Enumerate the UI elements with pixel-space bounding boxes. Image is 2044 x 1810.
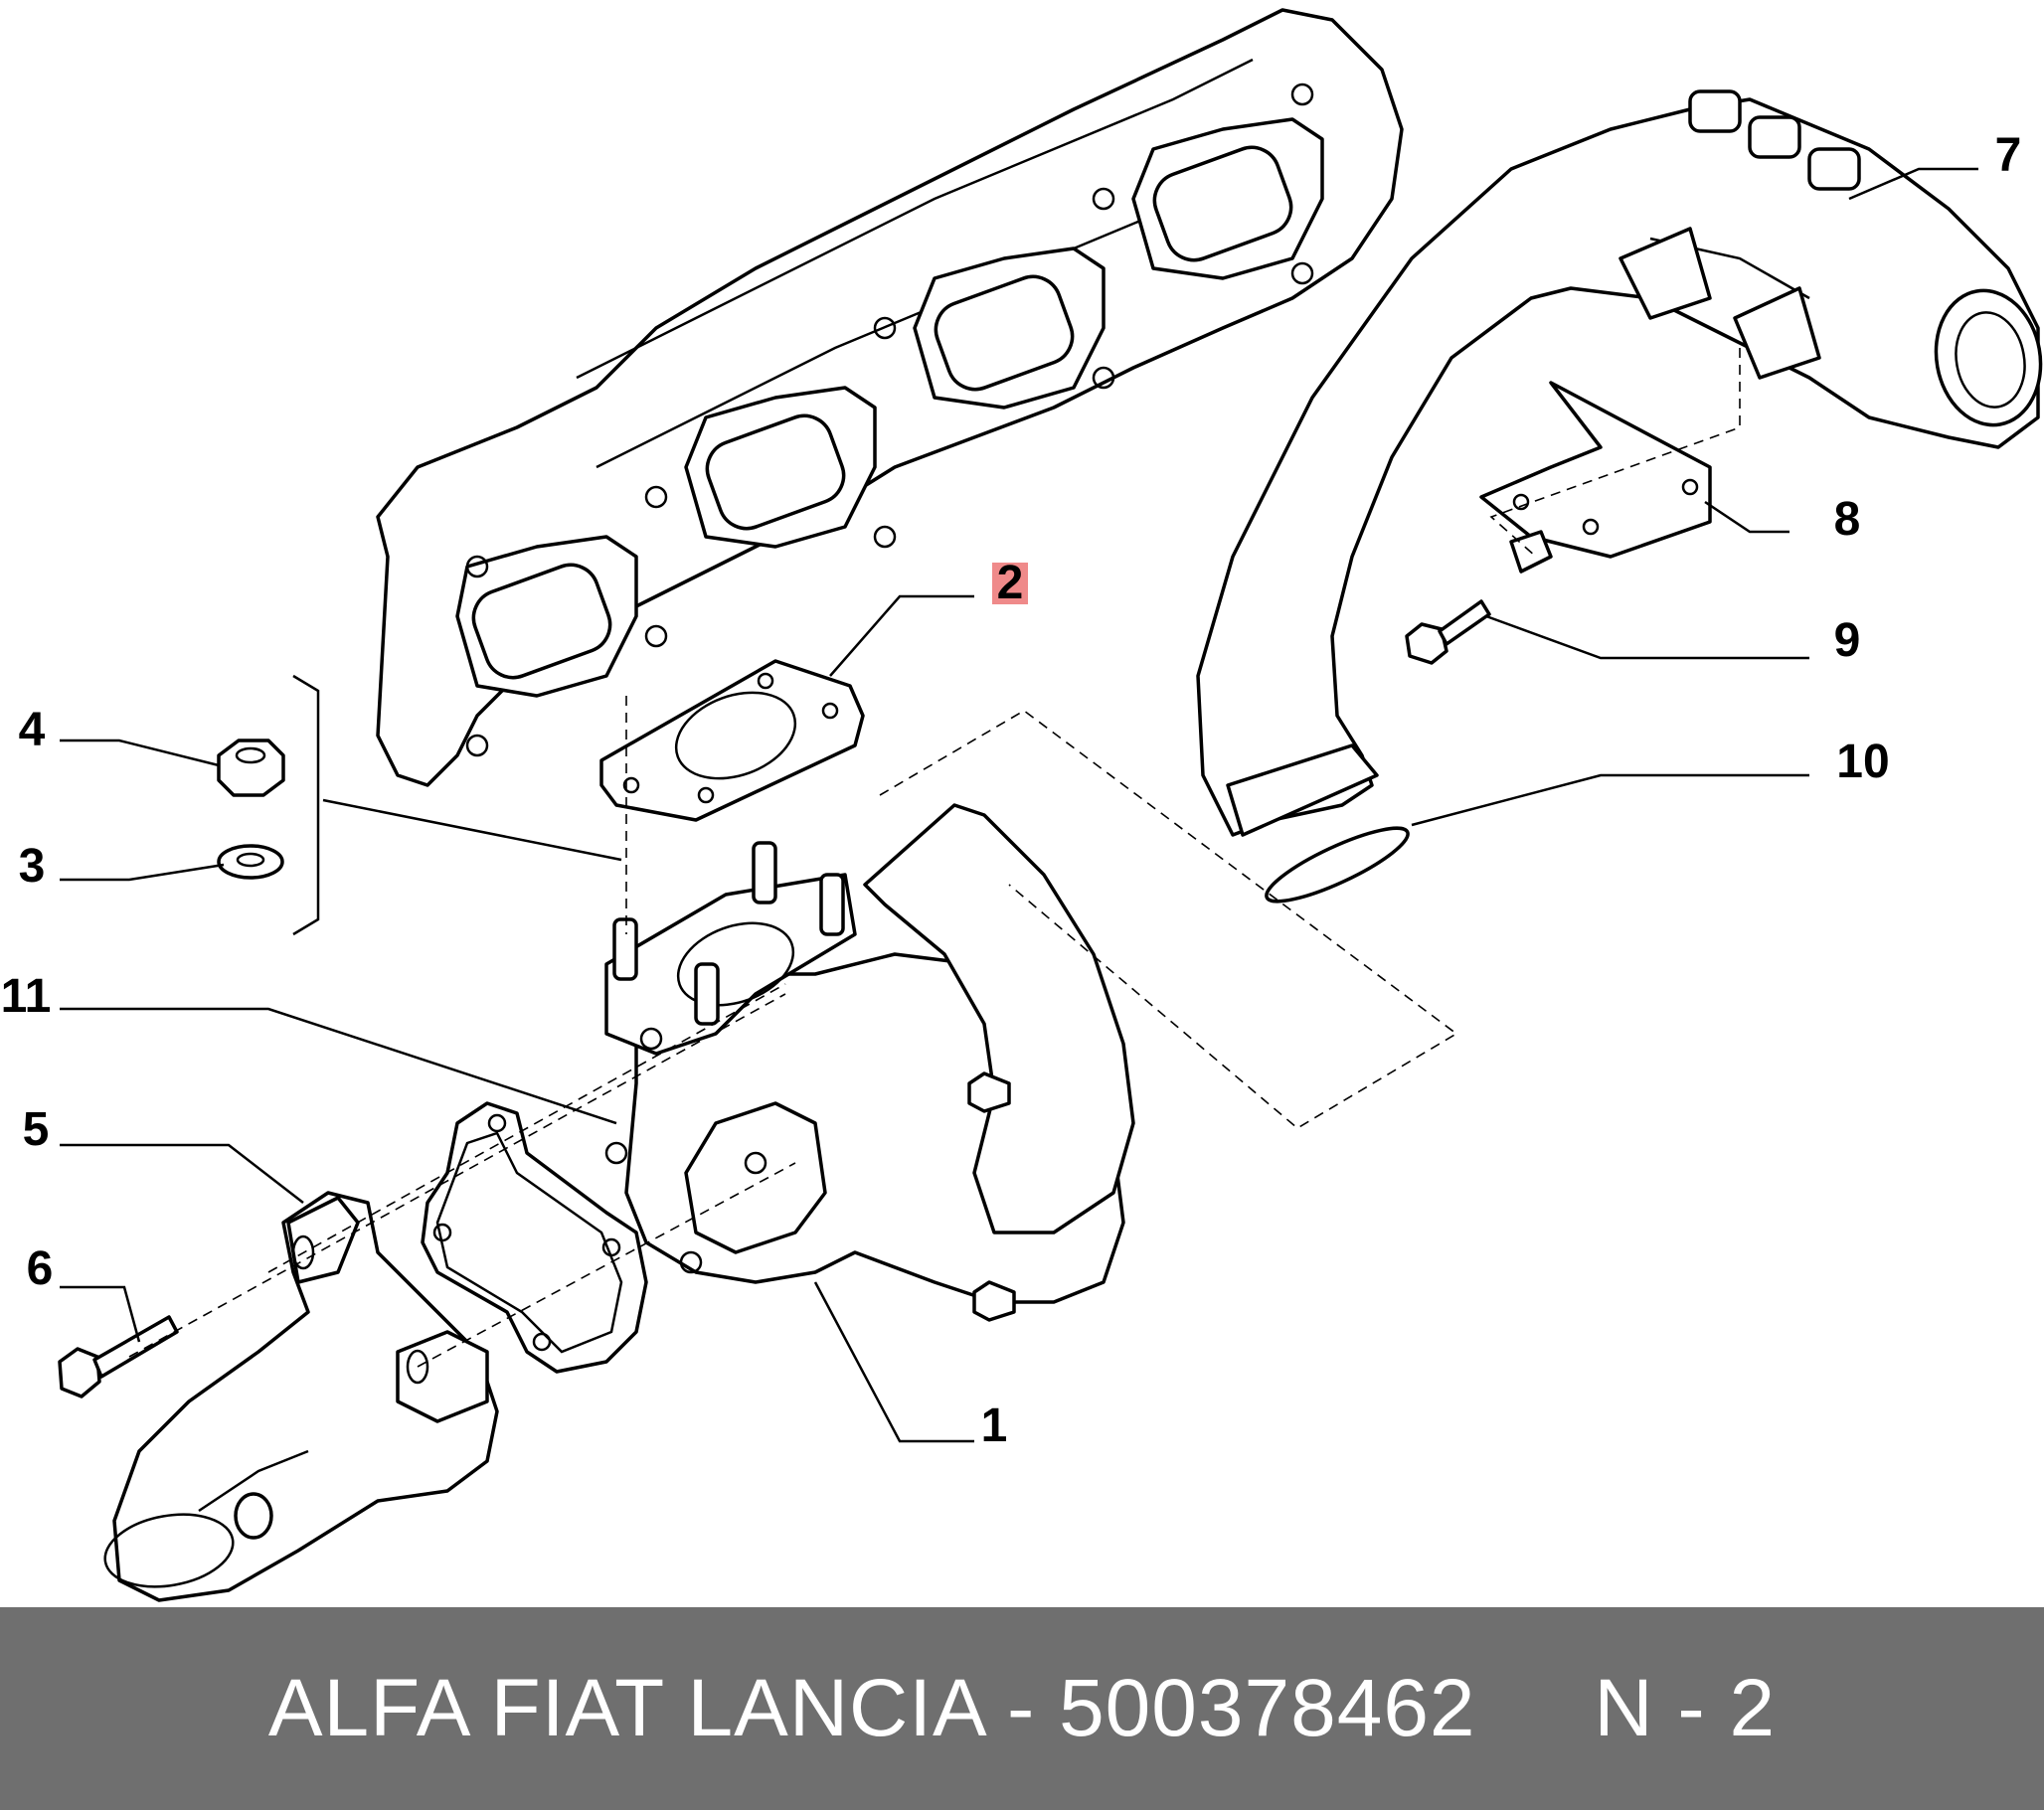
callout-6: 6 (27, 1242, 54, 1295)
callout-4: 4 (19, 704, 46, 756)
bolt-9 (1405, 599, 1491, 665)
callout-2: 2 (997, 557, 1024, 609)
callout-5: 5 (23, 1103, 50, 1156)
callout-8: 8 (1834, 493, 1861, 546)
exhaust-manifold (376, 8, 1404, 787)
callout-9: 9 (1834, 614, 1861, 667)
bolt-6 (58, 1315, 179, 1399)
gasket-11 (421, 1101, 648, 1374)
pipe-7 (1196, 89, 2043, 837)
callout-10: 10 (1836, 736, 1889, 788)
leader-lines (60, 167, 1978, 1443)
outlet-elbow-5 (103, 1191, 499, 1602)
callout-11: 11 (1, 970, 52, 1023)
callout-2-highlight (992, 563, 1028, 604)
callout-7: 7 (1995, 129, 2022, 182)
bracket-8 (1479, 381, 1712, 574)
assembly-lines (128, 348, 1741, 1368)
turbocharger-1 (604, 803, 1135, 1322)
washer-3 (217, 844, 284, 880)
callout-1: 1 (981, 1399, 1008, 1452)
exploded-parts-diagram: 2 4 3 11 5 6 1 7 8 9 10 (1, 8, 2043, 1602)
gasket-2 (599, 659, 865, 822)
footer-part-number: ALFA FIAT LANCIA - 500378462 N - 2 (267, 1663, 1777, 1753)
footer-bar: ALFA FIAT LANCIA - 500378462 N - 2 (0, 1607, 2044, 1810)
nut-4 (217, 739, 285, 797)
bracket-3-4 (292, 674, 320, 936)
gasket-10 (1265, 826, 1410, 904)
callout-3: 3 (19, 840, 46, 893)
